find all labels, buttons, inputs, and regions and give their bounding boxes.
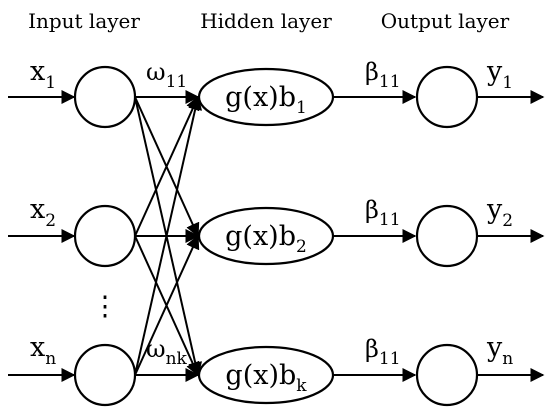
- input-ellipsis: ⋮: [92, 291, 119, 322]
- weight-beta-2: β11: [365, 196, 401, 230]
- input-label-1: x1: [30, 56, 56, 93]
- header-output-layer: Output layer: [381, 9, 510, 33]
- input-label-2: x2: [30, 194, 56, 231]
- weight-omega-11: ω11: [146, 58, 187, 92]
- header-hidden-layer: Hidden layer: [200, 9, 332, 33]
- output-label-n: yn: [486, 332, 513, 369]
- input-label-n: xn: [30, 332, 56, 369]
- output-node-n: [415, 343, 479, 407]
- output-node-2: [415, 204, 479, 268]
- input-node-2: [73, 204, 137, 268]
- output-label-2: y2: [486, 194, 513, 231]
- header-input-layer: Input layer: [28, 9, 140, 33]
- weight-beta-1: β11: [365, 58, 401, 92]
- weight-beta-n: β11: [365, 335, 401, 369]
- input-hidden-connections: [134, 90, 203, 382]
- hidden-label-1: g(x)b1: [225, 82, 307, 118]
- hidden-label-2: g(x)b2: [225, 221, 307, 257]
- input-node-1: [73, 65, 137, 129]
- output-label-1: y1: [486, 56, 513, 93]
- output-node-1: [415, 65, 479, 129]
- input-node-n: [73, 343, 137, 407]
- hidden-label-k: g(x)bk: [225, 360, 307, 396]
- weight-omega-nk: ωnk: [146, 335, 188, 369]
